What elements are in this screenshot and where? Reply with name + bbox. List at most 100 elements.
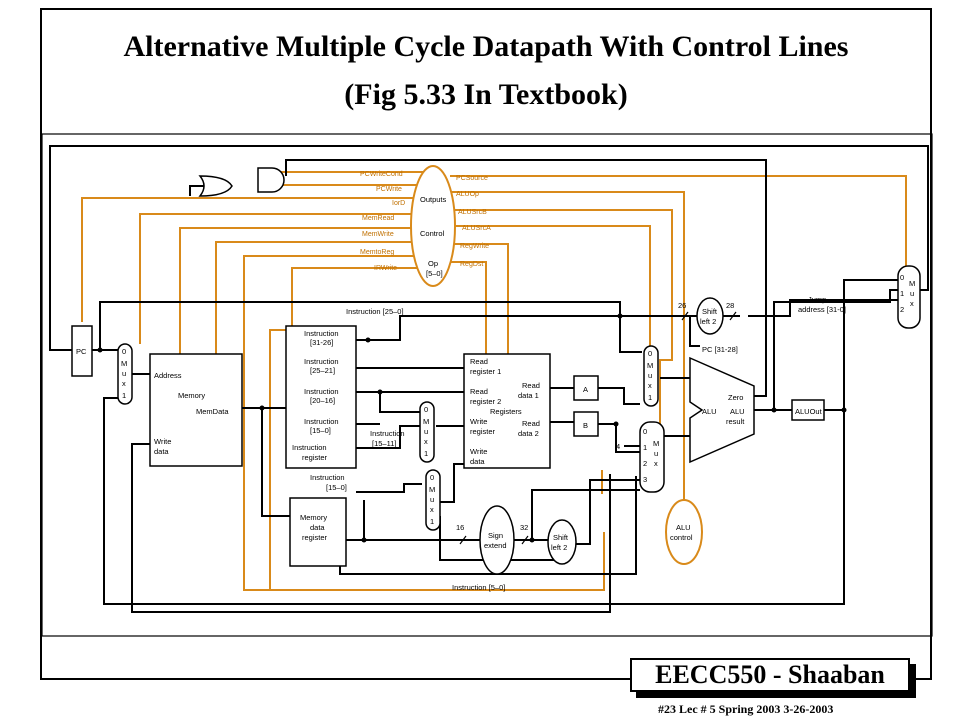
- label-32: 32: [520, 523, 528, 532]
- svg-text:[20–16]: [20–16]: [310, 396, 335, 405]
- svg-text:0: 0: [424, 405, 428, 414]
- svg-text:data: data: [310, 523, 325, 532]
- signal-pcsource: PCSource: [456, 175, 488, 182]
- svg-text:x: x: [122, 379, 126, 388]
- control-op-bits: [5–0]: [426, 269, 443, 278]
- svg-text:u: u: [910, 289, 914, 298]
- svg-text:1: 1: [430, 517, 434, 526]
- control-op-label: Op: [428, 259, 438, 268]
- label-jump-b: address [31-0]: [798, 305, 846, 314]
- svg-text:[15–0]: [15–0]: [310, 426, 331, 435]
- label-four: 4: [616, 442, 620, 451]
- mux-alusrcb: 0 1 2 3 M u x: [639, 421, 665, 493]
- svg-text:M: M: [909, 279, 915, 288]
- svg-text:[31-26]: [31-26]: [310, 338, 333, 347]
- svg-text:register 1: register 1: [470, 367, 501, 376]
- mux-pcsource: 0 1 2 M u x: [897, 265, 921, 329]
- svg-text:ALU: ALU: [702, 407, 717, 416]
- svg-text:x: x: [424, 437, 428, 446]
- svg-text:result: result: [726, 417, 745, 426]
- course-badge-text: EECC550 - Shaaban: [630, 658, 910, 692]
- slide-footer: #23 Lec # 5 Spring 2003 3-26-2003: [658, 702, 834, 716]
- alu-control: ALU control: [665, 499, 703, 565]
- or-gate: [198, 175, 233, 197]
- label-instr-15-11-a: Instruction: [370, 429, 405, 438]
- signal-alusrca: ALUSrcA: [462, 225, 491, 232]
- svg-text:[25–21]: [25–21]: [310, 366, 335, 375]
- alu: ALU Zero ALU result: [689, 356, 755, 464]
- signal-alusrcb: ALUSrcB: [458, 209, 487, 216]
- svg-text:M: M: [429, 485, 435, 494]
- memory-data-register: Memory data register: [289, 497, 347, 567]
- svg-text:1: 1: [900, 289, 904, 298]
- memory-block: Address Memory MemData Write data: [149, 353, 243, 467]
- diagram-border: [41, 133, 933, 637]
- label-instr-5-0: Instruction [5–0]: [452, 583, 505, 592]
- signal-regwrite: RegWrite: [460, 243, 489, 250]
- svg-text:u: u: [424, 427, 428, 436]
- pc-register: PC: [71, 325, 93, 377]
- register-b: B: [573, 411, 599, 437]
- slide-subtitle: (Fig 5.33 In Textbook): [344, 78, 628, 111]
- label-instr-15-0-a: Instruction: [310, 473, 345, 482]
- svg-text:u: u: [648, 371, 652, 380]
- svg-text:ALU: ALU: [676, 523, 691, 532]
- svg-text:x: x: [654, 459, 658, 468]
- svg-text:Read: Read: [470, 357, 488, 366]
- shift-left-2-lower: Shift left 2: [547, 519, 577, 565]
- svg-text:x: x: [910, 299, 914, 308]
- svg-text:Write: Write: [470, 447, 487, 456]
- svg-text:data: data: [154, 447, 169, 456]
- svg-text:register: register: [302, 533, 328, 542]
- label-instr-25-0: Instruction [25–0]: [346, 307, 404, 316]
- svg-text:1: 1: [648, 393, 652, 402]
- svg-text:0: 0: [648, 349, 652, 358]
- svg-text:x: x: [430, 505, 434, 514]
- signal-aluop: ALUOp: [456, 191, 479, 198]
- mux-alusrca: 0 M u x 1: [643, 345, 659, 407]
- svg-text:data: data: [470, 457, 485, 466]
- signal-irwrite: IRWrite: [374, 265, 397, 272]
- data-wires: [49, 145, 929, 613]
- svg-text:x: x: [648, 381, 652, 390]
- svg-text:1: 1: [424, 449, 428, 458]
- svg-text:Memory: Memory: [178, 391, 205, 400]
- svg-text:Instruction: Instruction: [304, 417, 339, 426]
- signal-pcwrite: PCWrite: [376, 186, 402, 193]
- svg-text:left 2: left 2: [551, 543, 567, 552]
- svg-text:Registers: Registers: [490, 407, 522, 416]
- label-jump-a: Jump: [808, 295, 826, 304]
- mux-iord: 0 M u x 1: [117, 343, 133, 405]
- control-outputs-label: Outputs: [420, 195, 447, 204]
- label-16: 16: [456, 523, 464, 532]
- label-pc-31-28: PC [31-28]: [702, 345, 738, 354]
- svg-text:ALU: ALU: [730, 407, 745, 416]
- signal-regdst: RegDst: [460, 261, 483, 268]
- svg-text:Instruction: Instruction: [304, 329, 339, 338]
- svg-text:2: 2: [900, 305, 904, 314]
- bus-slashes: [459, 311, 737, 545]
- signal-memread: MemRead: [362, 215, 394, 222]
- svg-text:Write: Write: [470, 417, 487, 426]
- junction-dots: [97, 313, 847, 543]
- control-signals-right: PCSource ALUOp ALUSrcB ALUSrcA RegWrite …: [456, 175, 491, 268]
- svg-text:0: 0: [643, 427, 647, 436]
- svg-text:MemData: MemData: [196, 407, 229, 416]
- svg-text:1: 1: [122, 391, 126, 400]
- svg-text:left 2: left 2: [700, 317, 716, 326]
- svg-text:Read: Read: [522, 381, 540, 390]
- svg-text:register: register: [302, 453, 328, 462]
- mux-regdst: 0 M u x 1: [419, 401, 435, 463]
- label-instr-15-0-b: [15–0]: [326, 483, 347, 492]
- control-label: Control: [420, 229, 445, 238]
- svg-text:Read: Read: [522, 419, 540, 428]
- control-signals-left: PCWriteCond PCWrite IorD MemRead MemWrit…: [360, 171, 405, 272]
- signal-memtoreg: MemtoReg: [360, 249, 394, 256]
- svg-text:M: M: [121, 359, 127, 368]
- instruction-register: Instruction [31-26] Instruction [25–21] …: [285, 325, 357, 469]
- aluout-register: ALUOut: [791, 399, 825, 421]
- and-gate: [257, 167, 285, 193]
- svg-text:M: M: [653, 439, 659, 448]
- label-28: 28: [726, 301, 734, 310]
- svg-text:data 1: data 1: [518, 391, 539, 400]
